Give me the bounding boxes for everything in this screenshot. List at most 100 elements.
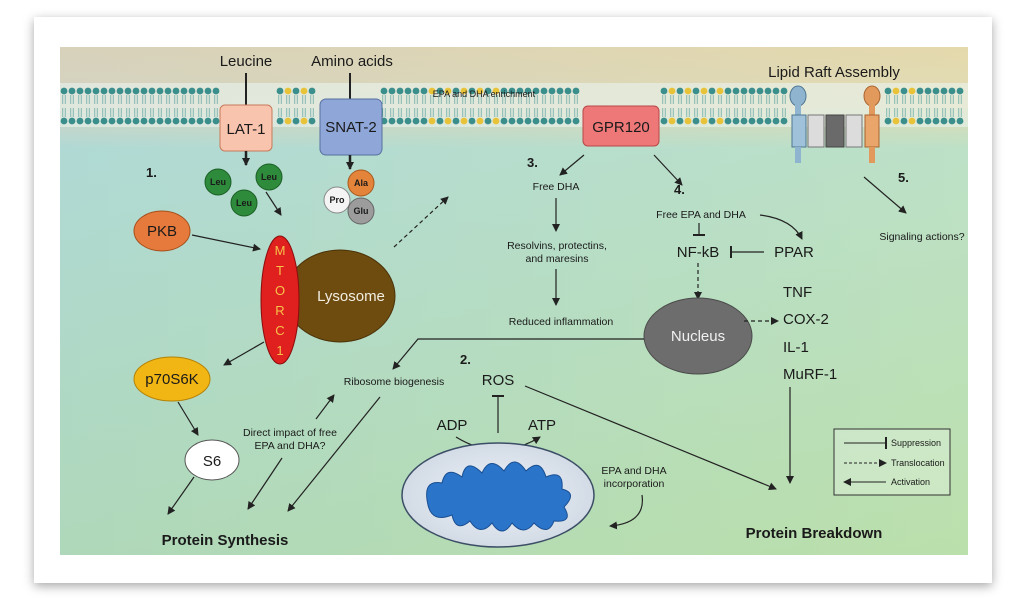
step-1-label: 1. (146, 165, 157, 180)
phospholipid-head (60, 117, 68, 125)
s6-label: S6 (203, 453, 221, 470)
pathway-diagram: Leucine LAT-1 Amino acids SNAT-2 EPA and… (60, 47, 968, 555)
incorporation-label-1: EPA and DHA (601, 465, 666, 477)
atp-label: ATP (528, 417, 556, 434)
phospholipid-head (900, 117, 908, 125)
phospholipid-head (308, 87, 316, 95)
lipid-raft-label: Lipid Raft Assembly (768, 64, 900, 81)
phospholipid-head (292, 87, 300, 95)
phospholipid-head (948, 117, 956, 125)
phospholipid-head (564, 117, 572, 125)
phospholipid-head (308, 117, 316, 125)
p70s6k-label: p70S6K (145, 371, 198, 388)
phospholipid-head (524, 87, 532, 95)
phospholipid-head (508, 117, 516, 125)
phospholipid-head (180, 117, 188, 125)
phospholipid-head (684, 87, 692, 95)
phospholipid-head (668, 117, 676, 125)
phospholipid-head (900, 87, 908, 95)
leu-ball-3: Leu (255, 163, 283, 191)
phospholipid-head (108, 87, 116, 95)
svg-text:Glu: Glu (354, 206, 369, 216)
mtorc1-letters: M T O R C 1 (275, 243, 286, 358)
phospholipid-head (748, 87, 756, 95)
phospholipid-head (524, 117, 532, 125)
svg-text:R: R (275, 303, 284, 318)
svg-text:Leu: Leu (210, 177, 226, 187)
phospholipid-head (204, 87, 212, 95)
pro-ball: Pro (323, 186, 351, 214)
epa-to-ppar-arrow (759, 214, 803, 240)
phospholipid-head (68, 117, 76, 125)
phospholipid-head (716, 87, 724, 95)
phospholipid-head (380, 87, 388, 95)
phospholipid-head (180, 87, 188, 95)
phospholipid-head (276, 117, 284, 125)
phospholipid-head (724, 87, 732, 95)
phospholipid-head (532, 87, 540, 95)
phospholipid-head (284, 87, 292, 95)
leu-ball-1: Leu (204, 168, 232, 196)
legend-activation-label: Activation (891, 477, 930, 487)
phospholipid-head (124, 117, 132, 125)
snat2-label: SNAT-2 (325, 119, 376, 136)
phospholipid-head (572, 87, 580, 95)
resolvins-label-2: and maresins (525, 253, 588, 265)
free-epa-dha-label: Free EPA and DHA (656, 209, 746, 221)
phospholipid-head (92, 117, 100, 125)
p70s6k-node (133, 356, 211, 402)
phospholipid-head (404, 117, 412, 125)
nucleus-to-ribosome-arrow (392, 338, 644, 370)
leu-to-mtor-arrow (265, 191, 282, 216)
gene-murf1: MuRF-1 (783, 366, 837, 383)
phospholipid-head (556, 117, 564, 125)
phospholipid-head (124, 87, 132, 95)
lat1-label: LAT-1 (227, 121, 266, 138)
svg-text:Leu: Leu (261, 172, 277, 182)
phospholipid-head (676, 87, 684, 95)
phospholipid-head (916, 117, 924, 125)
phospholipid-head (444, 87, 452, 95)
phospholipid-head (460, 117, 468, 125)
phospholipid-head (396, 117, 404, 125)
phospholipid-head (892, 117, 900, 125)
phospholipid-head (676, 117, 684, 125)
phospholipid-head (908, 87, 916, 95)
phospholipid-head (668, 87, 676, 95)
legend: Suppression Translocation Activation (833, 428, 951, 496)
phospholipid-head (780, 117, 788, 125)
lysosome-label: Lysosome (317, 288, 385, 305)
ros-to-breakdown-arrow (524, 385, 777, 491)
phospholipid-head (300, 87, 308, 95)
phospholipid-head (276, 87, 284, 95)
ribosome-biogenesis-label: Ribosome biogenesis (344, 376, 444, 388)
phospholipid-head (756, 87, 764, 95)
phospholipid-head (708, 117, 716, 125)
enrichment-label: EPA and DHA enrichment (433, 89, 536, 99)
phospholipid-head (532, 117, 540, 125)
phospholipid-head (404, 87, 412, 95)
phospholipid-head (300, 117, 308, 125)
ribosome-to-synthesis-arrow (287, 396, 381, 512)
phospholipid-head (684, 117, 692, 125)
phospholipid-head (780, 87, 788, 95)
phospholipid-head (956, 117, 964, 125)
phospholipid-head (500, 87, 508, 95)
legend-translocation-label: Translocation (891, 458, 945, 468)
phospholipid-head (388, 87, 396, 95)
s6-to-synthesis-arrow (167, 476, 195, 515)
incorporation-arrow (609, 494, 643, 530)
phospholipid-head (420, 87, 428, 95)
phospholipid-head (740, 87, 748, 95)
phospholipid-head (660, 117, 668, 125)
phospholipid-head (60, 87, 68, 95)
svg-text:T: T (276, 263, 284, 278)
mitochondrion (401, 442, 595, 548)
pkb-node (133, 210, 191, 252)
phospholipid-head (732, 117, 740, 125)
lysosome-translocation-arrow (393, 196, 449, 248)
phospholipid-head (76, 87, 84, 95)
phospholipid-head (148, 117, 156, 125)
phospholipid-head (764, 117, 772, 125)
mtorc1-complex (260, 235, 300, 365)
